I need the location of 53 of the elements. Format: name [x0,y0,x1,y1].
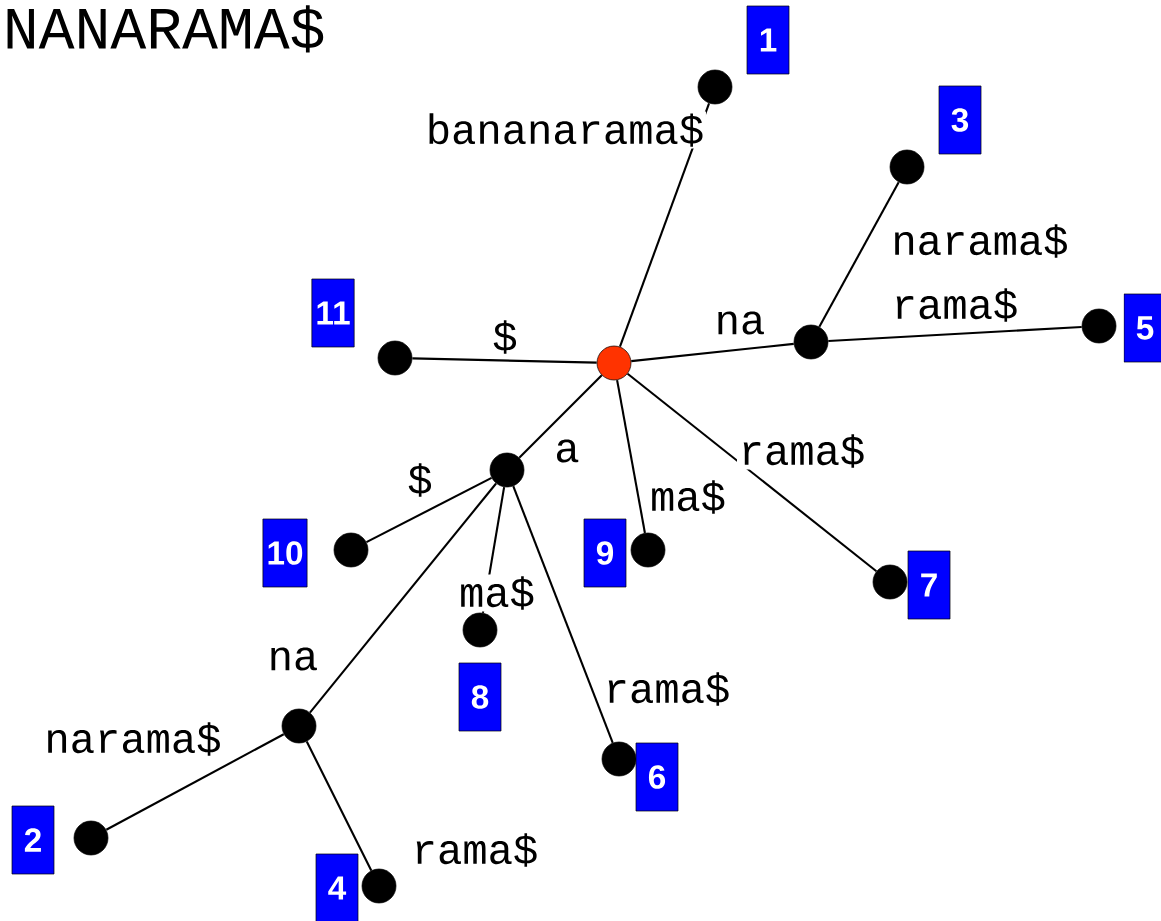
index-box: 11 [311,278,355,348]
tree-node [281,708,317,744]
tree-node [333,532,369,568]
edge-label: ma$ [457,574,537,612]
index-box: 2 [11,805,55,875]
index-box: 9 [583,518,627,588]
edge-label: rama$ [737,432,868,470]
index-box: 7 [907,550,951,620]
edge-line [818,181,900,328]
edge-line [828,325,1082,343]
edge-line [105,733,285,831]
tree-node [601,741,637,777]
index-box: 6 [635,742,679,812]
edge-line [309,482,497,714]
tree-node [377,340,413,376]
edge-label: $ [490,318,520,356]
edge-line [518,374,603,459]
edge-label: rama$ [410,831,541,869]
tree-node [489,452,525,488]
tree-node [872,564,908,600]
edge-label: rama$ [602,670,733,708]
index-box: 5 [1123,293,1161,363]
index-box: 3 [938,85,982,155]
tree-node [630,532,666,568]
title: NANARAMA$ [7,5,324,53]
edge-line [626,372,878,573]
edge-label: bananarama$ [424,111,706,149]
edge-line [631,342,794,363]
tree-node [793,324,829,360]
edge-label: ma$ [648,478,728,516]
edge-line [365,477,493,544]
tree-node [596,345,632,381]
edge-label: $ [405,461,435,499]
tree-node [462,612,498,648]
tree-node [889,149,925,185]
index-box: 4 [315,853,359,921]
index-box: 1 [746,5,790,75]
edge-line [305,741,373,871]
edge-label: rama$ [890,286,1021,324]
edge-label: a [552,437,582,465]
tree-node [697,69,733,105]
edge-label: narama$ [889,222,1071,260]
index-box: 10 [262,518,308,588]
edge-line [616,379,646,534]
tree-node [73,820,109,856]
index-box: 8 [458,662,502,732]
edge-label: narama$ [42,720,224,758]
tree-node [361,868,397,904]
tree-node [1081,308,1117,344]
edge-label: na [265,645,321,673]
edge-line [412,357,597,364]
edge-label: na [712,309,768,337]
edge-line [512,485,614,744]
